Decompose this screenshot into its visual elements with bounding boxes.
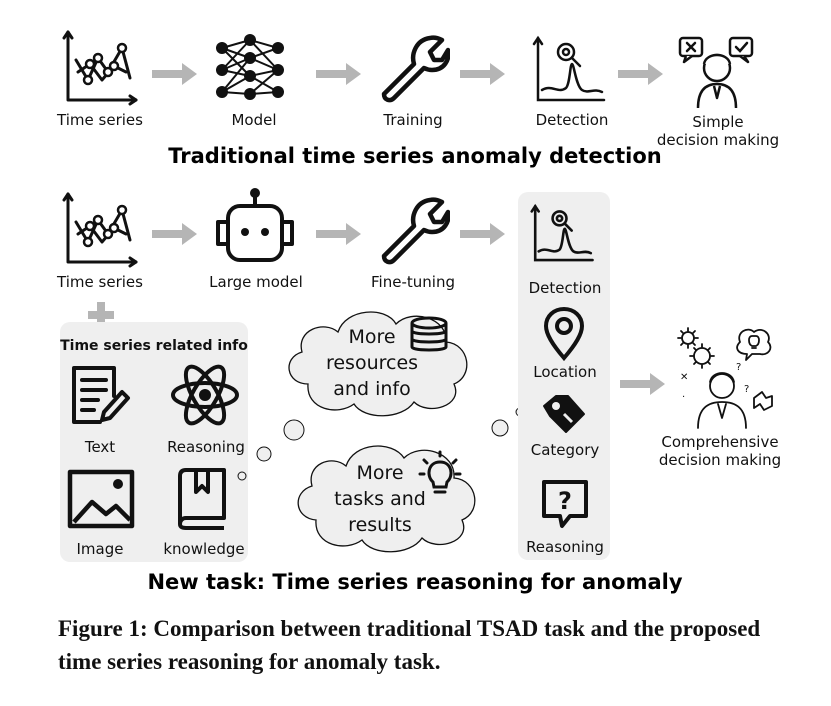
- label-reasoning-out: Reasoning: [526, 538, 604, 556]
- question-bubble-icon: ?: [542, 480, 588, 528]
- label-model: Model: [231, 111, 277, 129]
- arrow-icon: [152, 63, 197, 85]
- wrench-icon: [381, 197, 450, 265]
- outputs-panel: [518, 192, 610, 560]
- book-icon: [178, 468, 226, 530]
- label-reasoning-info: Reasoning: [167, 438, 245, 456]
- label-detection-out: Detection: [528, 279, 602, 297]
- related-info-title: Time series related info: [60, 338, 248, 354]
- label-detection-top: Detection: [535, 111, 609, 129]
- comprehensive-decision-icon: ✕?? ·: [677, 327, 773, 429]
- svg-text:?: ?: [558, 487, 572, 515]
- arrow-icon: [152, 223, 197, 245]
- svg-text:?: ?: [744, 384, 749, 395]
- arrow-icon: [316, 223, 361, 245]
- figure-caption: Figure 1: Comparison between traditional…: [58, 616, 761, 674]
- label-fine-tuning: Fine-tuning: [371, 273, 455, 291]
- label-text: Text: [84, 438, 116, 456]
- label-time-series-top: Time series: [57, 111, 143, 129]
- svg-text:·: ·: [682, 392, 685, 403]
- neural-network-icon: [216, 34, 284, 100]
- thought-cloud-tasks: [297, 445, 476, 553]
- label-simple-decision: Simple decision making: [656, 113, 780, 149]
- wrench-icon: [381, 35, 450, 103]
- decision-person-icon: [678, 36, 754, 109]
- detection-chart-icon: [532, 35, 606, 102]
- label-time-series-mid: Time series: [57, 273, 143, 291]
- label-image: Image: [76, 540, 124, 558]
- time-series-chart-icon: [62, 30, 138, 106]
- label-knowledge: knowledge: [163, 540, 245, 558]
- related-info-panel: [60, 322, 248, 562]
- lightbulb-icon: [418, 450, 462, 494]
- robot-icon: [216, 188, 294, 262]
- tag-icon: [543, 395, 585, 433]
- bottom-title: New task: Time series reasoning for anom…: [147, 570, 683, 594]
- document-icon: [72, 366, 130, 424]
- thought-bubble-dots: [237, 407, 525, 481]
- cloud-tasks-text: More tasks and results: [334, 462, 426, 536]
- atom-icon: [171, 364, 239, 426]
- location-pin-icon: [543, 306, 585, 362]
- label-location: Location: [533, 363, 597, 381]
- svg-text:?: ?: [736, 362, 741, 373]
- arrow-icon: [620, 373, 665, 395]
- top-title: Traditional time series anomaly detectio…: [168, 144, 662, 168]
- detection-chart-icon: [530, 203, 594, 262]
- svg-text:✕: ✕: [680, 372, 688, 383]
- arrow-icon: [618, 63, 663, 85]
- arrow-icon: [316, 63, 361, 85]
- label-training: Training: [383, 111, 443, 129]
- time-series-chart-icon: [62, 192, 138, 268]
- label-category: Category: [530, 441, 600, 459]
- arrow-icon: [460, 63, 505, 85]
- label-large-model: Large model: [209, 273, 303, 291]
- cloud-resources-text: More resources and info: [325, 326, 419, 400]
- label-comprehensive-decision: Comprehensive decision making: [658, 433, 782, 469]
- plus-icon: [88, 302, 114, 328]
- arrow-icon: [460, 223, 505, 245]
- image-icon: [67, 469, 135, 529]
- database-icon: [410, 316, 448, 352]
